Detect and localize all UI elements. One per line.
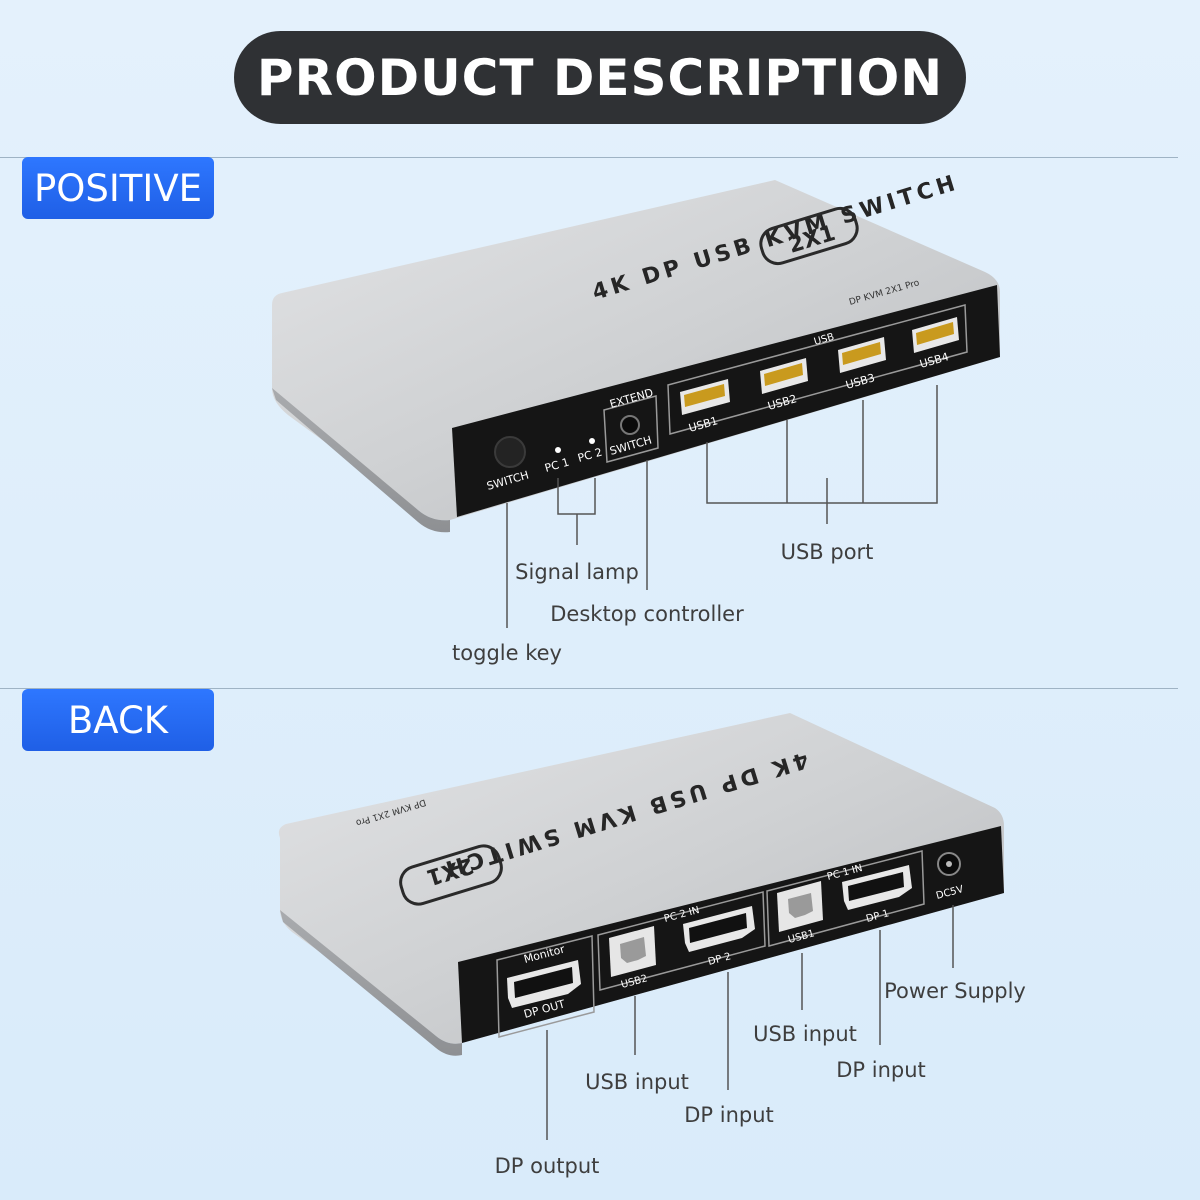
callout-signal-lamp: Signal lamp [515, 560, 639, 584]
page-title: PRODUCT DESCRIPTION [256, 48, 944, 107]
callout-usb-input-2: USB input [585, 1070, 689, 1094]
callout-power-supply: Power Supply [884, 979, 1026, 1003]
usb-group-frame [667, 304, 968, 435]
extend-frame [603, 395, 659, 463]
back-leader-lines [546, 905, 954, 1140]
usb-group-label: USB [813, 332, 836, 348]
callout-usb-input-1: USB input [753, 1022, 857, 1046]
back-device: 4K DP USB KVM SWITCH 2X1 DP KVM 2X1 Pro … [278, 713, 1004, 1056]
callout-usb-port: USB port [780, 540, 874, 564]
divider-middle [0, 688, 1178, 689]
back-device-side [280, 910, 462, 1056]
divider-top [0, 157, 1178, 158]
usb-port-2 [760, 358, 808, 394]
dp-out-frame [496, 935, 595, 1038]
toggle-button [494, 436, 526, 468]
front-leader-lines [506, 385, 938, 628]
section-tag-back: BACK [22, 689, 214, 751]
pc1-group-frame [766, 850, 925, 947]
pc2-led [589, 438, 595, 444]
back-device-body [278, 713, 1004, 1044]
usb-port-4 [912, 317, 959, 353]
page-title-banner: PRODUCT DESCRIPTION [234, 31, 966, 124]
back-badge-outline [399, 844, 503, 906]
pc2-group-frame [597, 891, 766, 991]
extend-jack [620, 415, 640, 435]
callout-toggle-key: toggle key [452, 641, 562, 665]
callout-dp-input-1: DP input [836, 1058, 926, 1082]
pc1-led [555, 447, 561, 453]
front-device: 4K DP USB KVM SWITCH 2X1 DP KVM 2X1 Pro … [272, 170, 1000, 533]
callout-dp-output: DP output [494, 1154, 600, 1178]
section-tag-positive: POSITIVE [22, 157, 214, 219]
callout-desktop-controller: Desktop controller [550, 602, 744, 626]
usb-port-1 [680, 379, 730, 415]
usb-port-3 [838, 337, 886, 373]
front-badge-outline [759, 206, 859, 266]
callout-dp-input-2: DP input [684, 1103, 774, 1127]
